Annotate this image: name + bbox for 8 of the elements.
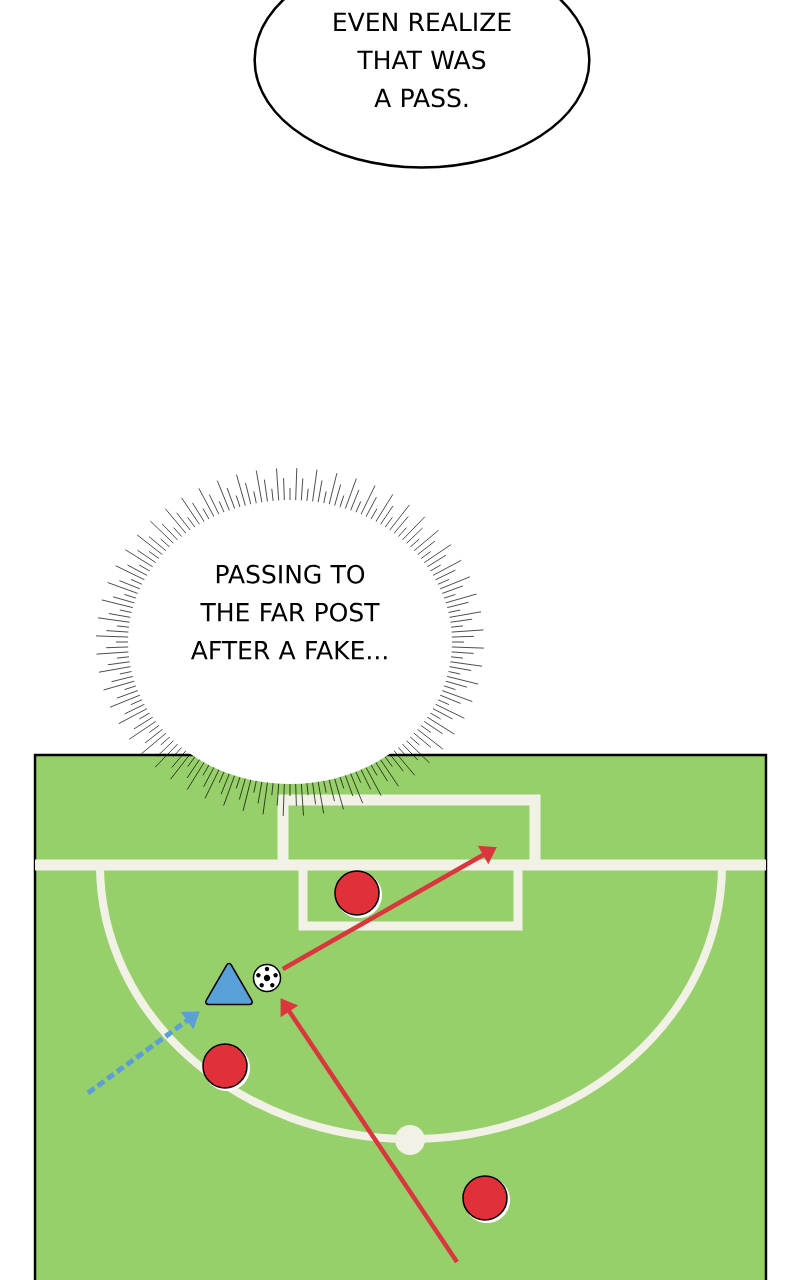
burst-bubble: PASSING TO THE FAR POST AFTER A FAKE... (95, 467, 485, 817)
ball (252, 963, 282, 993)
player-circle (202, 1043, 250, 1091)
player-circle (334, 870, 382, 918)
player-triangle (205, 962, 253, 1006)
speech-bubble: EVEN REALIZE THAT WAS A PASS. (253, 0, 591, 169)
player-circle (462, 1175, 510, 1223)
node-label: PASSING TO THE FAR POST AFTER A FAKE... (190, 564, 387, 660)
